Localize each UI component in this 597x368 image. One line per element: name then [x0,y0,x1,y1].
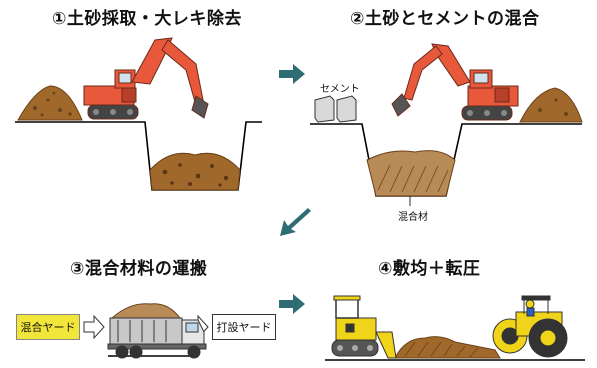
dump-truck [107,303,207,359]
road-roller [492,295,568,358]
bulldozer [331,295,397,359]
cement-label: セメント [320,84,360,95]
step1-soil-pile [17,85,83,121]
step1-excavator [83,37,209,120]
step1-title: ①土砂採取・大レキ除去 [52,9,242,29]
cement-bags [314,95,357,123]
mixing-yard-box: 混合ヤード [16,314,80,340]
arrow-down-left-icon [280,208,311,236]
arrow-right-icon [279,294,305,314]
step1-pit-soil [149,152,241,191]
step2-title: ②土砂とセメントの混合 [350,9,540,29]
step3-title: ③混合材料の運搬 [70,259,208,279]
step4-title: ④敷均＋転圧 [378,259,481,279]
outline-arrow-right-icon [83,314,105,340]
mix-material-label: 混合材 [398,212,428,223]
arrow-right-icon [279,64,305,84]
step2-excavator [391,43,519,121]
placement-yard-box: 打設ヤード [212,314,276,340]
